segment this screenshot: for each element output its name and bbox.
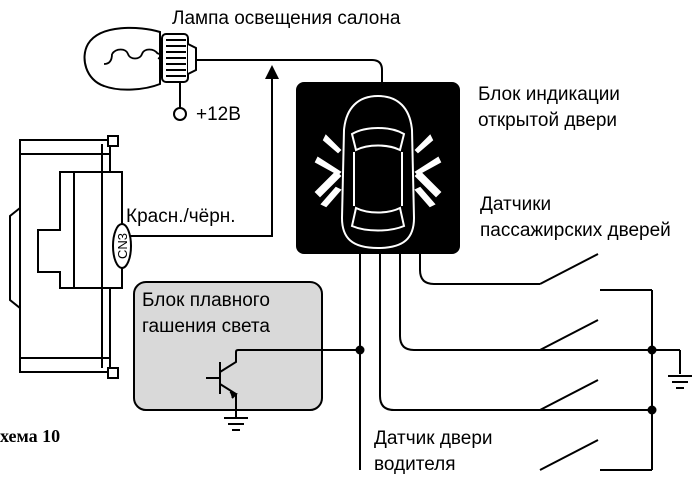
lamp-label: Лампа освещения салона <box>172 8 401 29</box>
dimmer-label-2: гашения света <box>142 316 270 337</box>
indicator-block-label-2: открытой двери <box>478 110 618 131</box>
driver-sensor-label-1: Датчик двери <box>374 428 493 449</box>
indicator-block-label-1: Блок индикации <box>478 84 620 105</box>
lamp-icon <box>83 26 197 91</box>
dimmer-label-1: Блок плавного <box>142 290 270 311</box>
driver-sensor-label-2: водителя <box>374 454 456 475</box>
door-sensor-switches <box>539 253 681 471</box>
block-output-wires <box>359 254 600 470</box>
ground-icon <box>224 404 248 431</box>
junction-dot <box>647 345 657 355</box>
junction-dot <box>355 345 365 355</box>
dimmer-block <box>133 281 360 411</box>
figure-caption: хема 10 <box>0 426 61 446</box>
passenger-sensors-label-2: пассажирских дверей <box>480 220 671 241</box>
plus12v-label: +12В <box>196 104 241 125</box>
transistor-icon <box>206 349 360 404</box>
lamp-wires <box>179 59 383 108</box>
red-black-wire-label: Красн./чёрн. <box>126 206 236 227</box>
junction-dot <box>647 405 657 415</box>
ground-icon <box>668 375 692 389</box>
passenger-sensors-label-1: Датчики <box>480 194 552 215</box>
plus12v-terminal-icon <box>173 107 187 121</box>
door-indicator-block <box>296 82 460 254</box>
connector-label: CN3 <box>115 233 130 259</box>
car-icon <box>314 94 442 250</box>
red-black-wire <box>130 65 279 237</box>
connector-cn3 <box>9 135 132 379</box>
